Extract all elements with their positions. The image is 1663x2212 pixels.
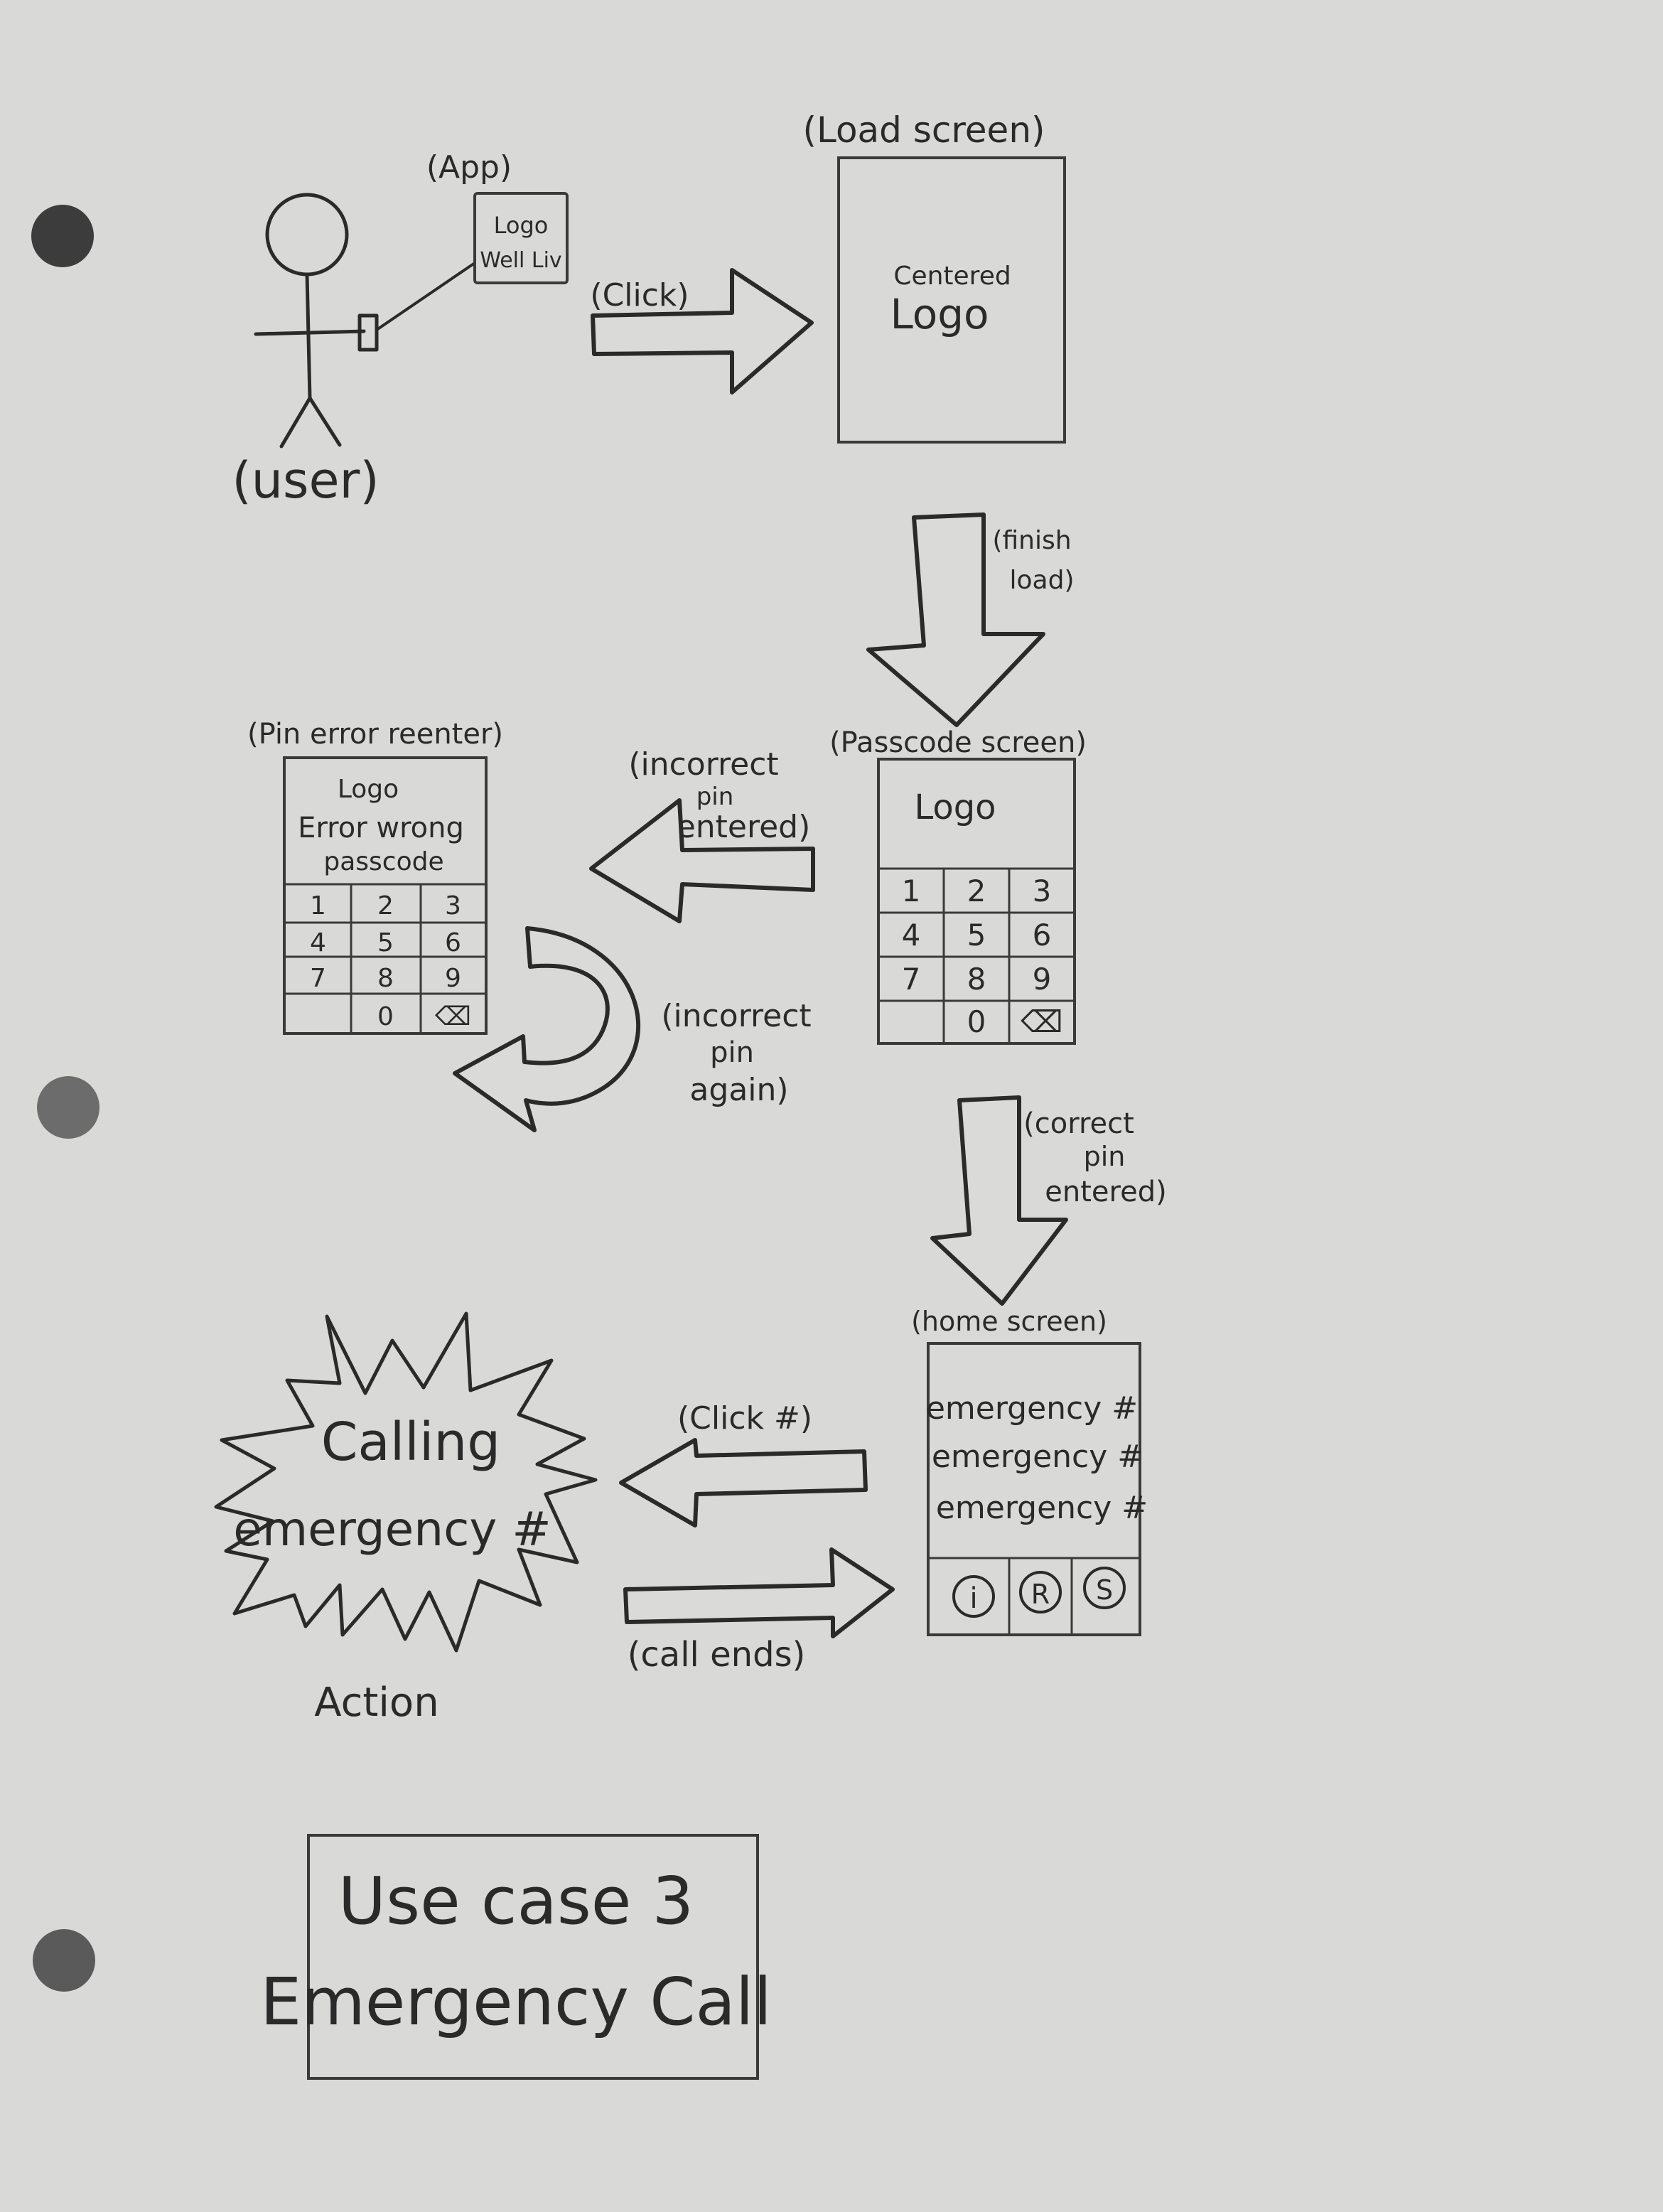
passcode-screen-title: (Passcode screen) [829,726,1087,759]
user-label: (user) [232,451,379,510]
incorrect-again-label-2: pin [710,1036,754,1069]
passcode-key-7[interactable]: 7 [902,962,921,997]
svg-text:R: R [1031,1579,1050,1610]
home-emergency-item-3[interactable]: emergency # [936,1490,1148,1526]
passcode-key-5[interactable]: 5 [967,918,986,952]
load-screen-frame [837,156,1066,444]
pin-error-key-4[interactable]: 4 [310,928,326,957]
pin-error-key-3[interactable]: 3 [445,891,461,920]
calling-starburst [214,1311,598,1653]
binder-hole-bottom [33,1929,95,1992]
arrow-to-home-screen [930,1095,1068,1306]
correct-pin-label-3: entered) [1045,1176,1166,1208]
finish-load-label-1: (finish [992,526,1071,555]
passcode-key-9[interactable]: 9 [1033,962,1052,997]
incorrect-again-label-3: again) [689,1072,788,1108]
incorrect-pin-label-1: (incorrect [628,746,778,783]
retry-curved-arrow [453,926,640,1132]
home-emergency-item-2[interactable]: emergency # [932,1439,1143,1475]
binder-hole-top [31,205,94,267]
home-nav-r-icon[interactable]: R [1019,1571,1062,1614]
call-ends-label: (call ends) [628,1635,806,1675]
binder-hole-middle [37,1076,99,1139]
action-label: Action [314,1680,438,1726]
load-screen-title: (Load screen) [802,109,1045,151]
passcode-key-backspace[interactable]: ⌫ [1020,1004,1062,1039]
home-nav-info-icon[interactable]: i [952,1575,995,1618]
pin-error-line-1: Logo [338,775,399,804]
pin-error-key-2[interactable]: 2 [377,891,394,920]
click-hash-label: (Click #) [677,1400,812,1437]
arrow-to-calling [619,1438,868,1528]
arrow-to-pin-error-screen [589,798,815,923]
app-icon-line-1: Logo [494,212,549,239]
load-screen-line-2: Logo [890,290,989,338]
passcode-key-4[interactable]: 4 [902,918,921,952]
passcode-logo: Logo [914,788,996,827]
passcode-key-1[interactable]: 1 [902,874,921,908]
pin-error-key-5[interactable]: 5 [377,928,394,957]
passcode-screen-frame [877,758,1076,1045]
incorrect-pin-label-3: entered) [677,809,811,845]
calling-line-1: Calling [321,1412,501,1473]
use-case-title-line-2: Emergency Call [260,1964,772,2040]
load-screen-line-1: Centered [893,262,1011,291]
svg-text:S: S [1096,1574,1113,1606]
pin-error-key-0[interactable]: 0 [377,1002,394,1031]
use-case-title-line-1: Use case 3 [338,1863,694,1939]
correct-pin-label-2: pin [1084,1141,1126,1172]
home-screen-title: (home screen) [911,1306,1107,1337]
incorrect-again-label-1: (incorrect [661,998,811,1034]
user-actor [254,193,476,449]
arrow-to-load-screen [591,268,814,394]
pin-error-key-6[interactable]: 6 [445,928,461,957]
pin-error-key-1[interactable]: 1 [310,891,326,920]
app-icon-line-2: Well Liv [480,248,561,273]
pin-error-line-3: passcode [323,847,443,876]
app-icon[interactable] [473,192,569,284]
svg-text:i: i [969,1582,977,1615]
use-case-title-box [307,1834,759,2080]
arrow-back-to-home [623,1547,895,1638]
pin-error-screen-frame [283,756,488,1035]
home-screen-frame [927,1342,1141,1636]
pin-error-key-9[interactable]: 9 [445,964,461,993]
home-emergency-item-1[interactable]: emergency # [926,1390,1138,1427]
passcode-key-3[interactable]: 3 [1033,874,1052,908]
correct-pin-label-1: (correct [1023,1107,1134,1140]
passcode-key-2[interactable]: 2 [967,874,986,908]
pin-error-key-backspace[interactable]: ⌫ [434,1002,471,1031]
pin-error-key-8[interactable]: 8 [377,964,394,993]
finish-load-label-2: load) [1010,566,1075,595]
pin-error-screen-title: (Pin error reenter) [247,718,503,751]
click-label: (Click) [590,277,689,313]
passcode-key-0[interactable]: 0 [967,1004,986,1039]
passcode-key-6[interactable]: 6 [1033,918,1052,952]
app-label: (App) [426,149,512,186]
calling-line-2: emergency # [233,1502,551,1557]
home-nav-s-icon[interactable]: S [1083,1567,1126,1609]
passcode-key-8[interactable]: 8 [967,962,986,997]
pin-error-key-7[interactable]: 7 [310,964,326,993]
pin-error-line-2: Error wrong [298,812,464,844]
incorrect-pin-label-2: pin [696,783,734,811]
arrow-to-passcode-screen [866,512,1045,727]
